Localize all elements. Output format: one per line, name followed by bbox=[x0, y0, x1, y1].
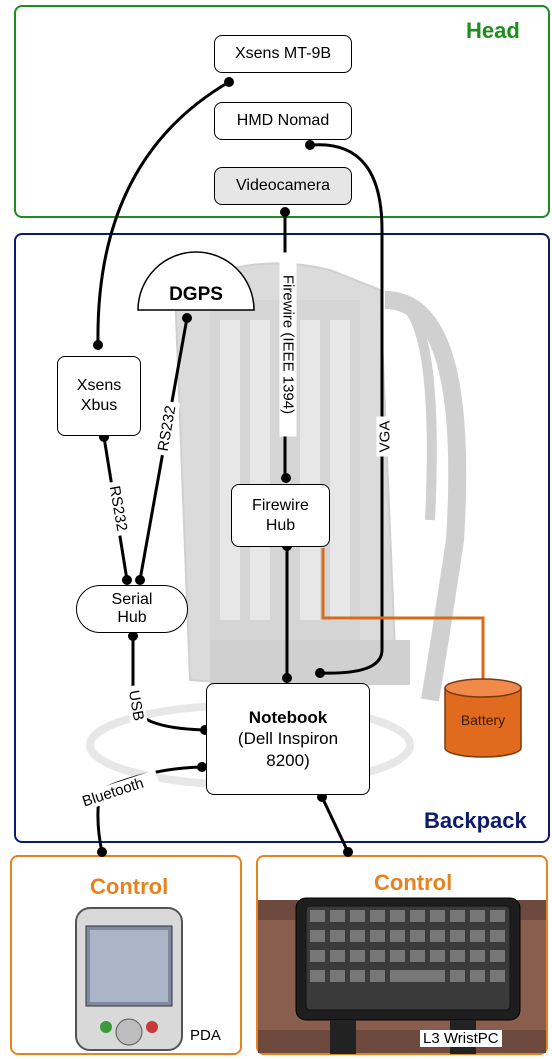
firewire-hub-node: Firewire Hub bbox=[231, 484, 330, 547]
notebook-line3: 8200) bbox=[266, 750, 310, 770]
head-region bbox=[14, 5, 550, 218]
wristpc-label: L3 WristPC bbox=[420, 1030, 502, 1047]
firewire-hub-line1: Firewire bbox=[252, 496, 309, 514]
videocamera-node: Videocamera bbox=[214, 167, 352, 205]
hmd-nomad-node: HMD Nomad bbox=[214, 102, 352, 140]
control-title-left: Control bbox=[90, 874, 169, 899]
dgps-label: DGPS bbox=[169, 284, 223, 305]
backpack-region bbox=[14, 233, 550, 843]
notebook-line2: (Dell Inspiron bbox=[237, 729, 339, 749]
xsens-mt9b-node: Xsens MT-9B bbox=[214, 35, 352, 73]
xsens-xbus-line2: Xbus bbox=[80, 397, 118, 414]
control-region-wristpc bbox=[256, 855, 548, 1055]
control-title-right: Control bbox=[374, 870, 453, 895]
backpack-title: Backpack bbox=[424, 808, 527, 833]
pda-label: PDA bbox=[190, 1027, 221, 1044]
battery-label: Battery bbox=[461, 712, 505, 728]
firewire-hub-line2: Hub bbox=[265, 516, 296, 534]
notebook-title: Notebook bbox=[248, 708, 328, 728]
xsens-xbus-node: Xsens Xbus bbox=[57, 356, 141, 436]
xsens-xbus-line1: Xsens bbox=[76, 377, 122, 394]
control-region-pda bbox=[10, 855, 242, 1055]
serial-hub-node: Serial Hub bbox=[76, 585, 188, 633]
serial-hub-line2: Hub bbox=[117, 609, 147, 626]
notebook-node: Notebook (Dell Inspiron 8200) bbox=[206, 683, 370, 795]
head-title: Head bbox=[466, 18, 520, 43]
serial-hub-line1: Serial bbox=[111, 590, 153, 608]
